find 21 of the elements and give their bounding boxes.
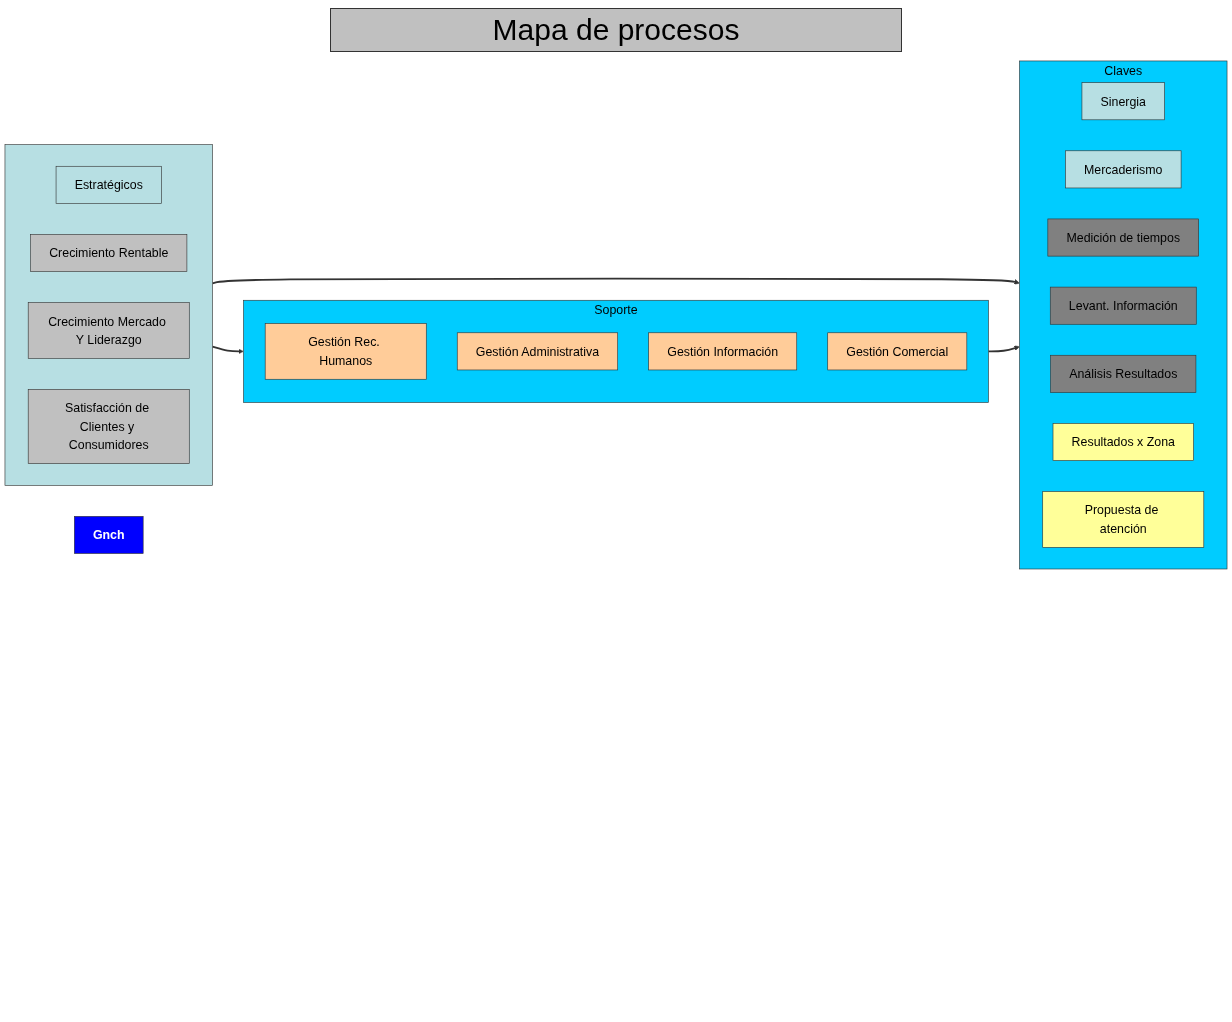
node-box: Análisis Resultados <box>1050 354 1197 393</box>
node-box: Crecimiento Mercado Y Liderazgo <box>27 302 190 359</box>
node-box: Resultados x Zona <box>1052 423 1194 461</box>
node-box: Satisfacción de Clientes y Consumidores <box>27 389 190 464</box>
node-box: Sinergia <box>1081 82 1165 121</box>
cluster <box>4 144 213 486</box>
node-box: Propuesta de atención <box>1042 491 1205 548</box>
node-box: Estratégicos <box>55 165 162 204</box>
node-box: Crecimiento Rentable <box>30 234 188 272</box>
arrow <box>987 345 1020 353</box>
node-box: Gestión Administrativa <box>456 332 618 371</box>
node-box: Levant. Información <box>1049 286 1197 325</box>
node-box: Mercaderismo <box>1065 150 1182 189</box>
node-box: Gestión Información <box>648 332 798 371</box>
arrow <box>211 277 1020 285</box>
node-box: Gestión Comercial <box>827 332 968 371</box>
node-box: Medición de tiempos <box>1047 218 1199 257</box>
node-box: Gestión Rec. Humanos <box>264 323 427 380</box>
arrow <box>211 345 244 355</box>
diagram-title: Mapa de procesos <box>330 8 902 52</box>
node-box: Gnch <box>74 516 144 554</box>
